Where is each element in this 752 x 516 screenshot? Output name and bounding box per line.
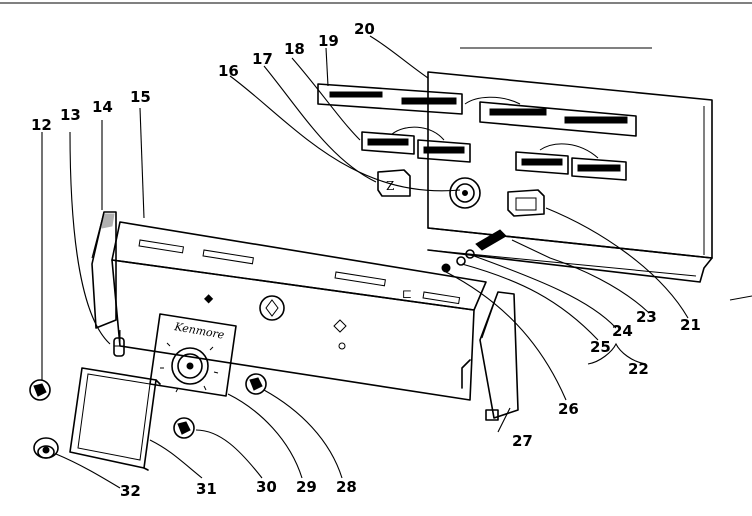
callout-15: 15	[130, 88, 151, 106]
part-16-timer	[449, 177, 481, 209]
svg-text:Z: Z	[386, 179, 394, 193]
part-18-switch-modules	[361, 126, 627, 181]
callout-18: 18	[284, 40, 305, 58]
callout-20: 20	[354, 20, 375, 38]
callout-26: 26	[558, 400, 579, 418]
part-15-control-console: ◆ ⊏	[111, 221, 487, 401]
callout-12: 12	[31, 116, 52, 134]
svg-text:⊏: ⊏	[402, 287, 412, 301]
part-29-dial-plate: Kenmore	[149, 313, 237, 397]
part-14-left-end-cap	[91, 211, 117, 329]
callout-19: 19	[318, 32, 339, 50]
part-23-lever	[441, 229, 507, 273]
callout-32: 32	[120, 482, 141, 500]
leader-lines	[41, 35, 689, 489]
part-19-display-board	[317, 83, 637, 137]
callout-23: 23	[636, 308, 657, 326]
callout-28: 28	[336, 478, 357, 496]
callout-29: 29	[296, 478, 317, 496]
callout-21: 21	[680, 316, 701, 334]
callout-30: 30	[256, 478, 277, 496]
callout-22: 22	[628, 360, 649, 378]
part-13-clip	[113, 337, 125, 357]
callout-17: 17	[252, 50, 273, 68]
callout-27: 27	[512, 432, 533, 450]
part-17-switch: Z	[377, 169, 411, 197]
callout-24: 24	[612, 322, 633, 340]
part-32-knob	[33, 437, 59, 459]
part-30-knob	[173, 417, 195, 439]
callout-13: 13	[60, 106, 81, 124]
callout-16: 16	[218, 62, 239, 80]
callout-25: 25	[590, 338, 611, 356]
scan-mark	[729, 295, 752, 301]
part-12-knob	[29, 379, 51, 401]
callout-31: 31	[196, 480, 217, 498]
callout-14: 14	[92, 98, 113, 116]
part-27-right-end-cap	[479, 291, 519, 421]
callout-labels: 12 13 14 15 16 17 18 19 20 21 22 23 24 2…	[31, 20, 701, 500]
part-21-selector-switch	[507, 189, 545, 217]
part-20-back-panel	[427, 71, 713, 283]
svg-text:◆: ◆	[204, 291, 214, 305]
part-31-lens	[69, 367, 161, 471]
part-28-knob	[245, 373, 267, 395]
